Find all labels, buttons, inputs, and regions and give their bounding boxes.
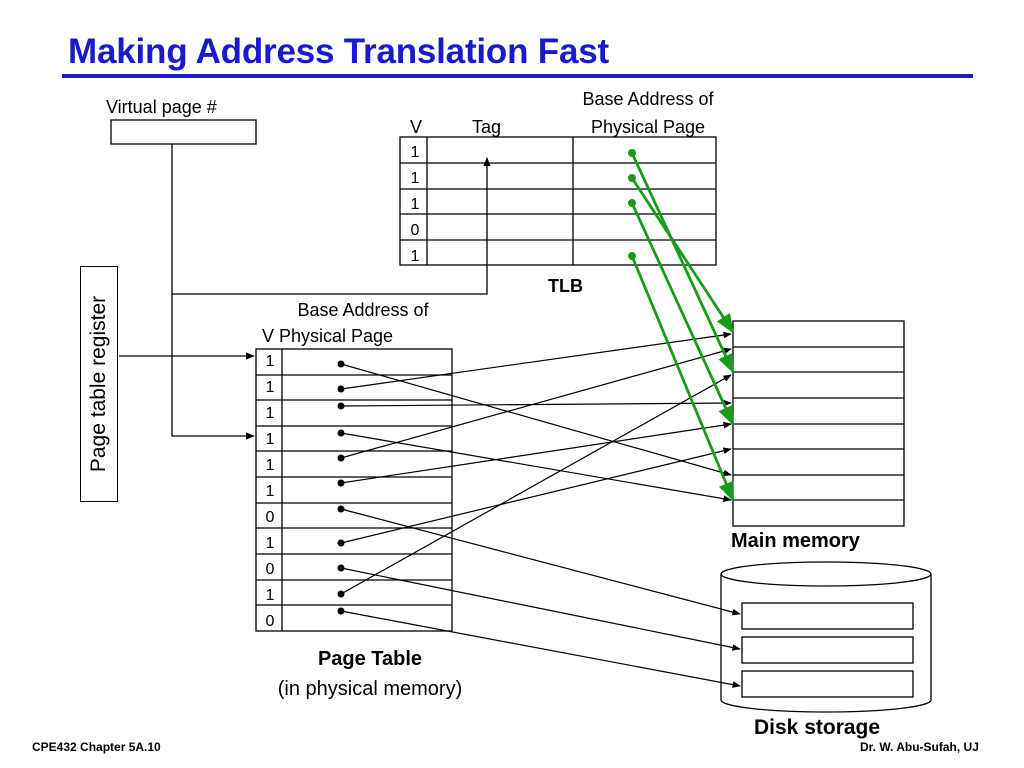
pt-valid-bit: 1 xyxy=(265,379,275,396)
tlb-col-base-line2: Physical Page xyxy=(590,117,706,137)
disk-block xyxy=(741,602,914,630)
pt-valid-bit: 0 xyxy=(265,613,275,630)
main-memory-caption: Main memory xyxy=(731,530,860,552)
tlb-valid-bit: 0 xyxy=(410,222,420,239)
page-table-subcaption: (in physical memory) xyxy=(277,678,463,700)
tlb-col-base-line1: Base Address of xyxy=(582,89,714,109)
disk-storage-cylinder xyxy=(720,561,932,713)
title-underline xyxy=(62,74,973,78)
tlb-pointer-dots xyxy=(628,149,636,260)
tlb-col-v: V xyxy=(410,117,423,137)
tlb-pointers xyxy=(630,152,735,502)
disk-storage-caption: Disk storage xyxy=(754,716,881,739)
page-table-register-box: Page table register xyxy=(80,266,118,502)
page-table-caption: Page Table xyxy=(317,648,423,670)
tlb-valid-bit: 1 xyxy=(410,248,420,265)
virtual-page-wires xyxy=(171,144,491,440)
pt-col-v: V xyxy=(262,326,275,346)
pt-valid-bit: 0 xyxy=(265,561,275,578)
tlb-valid-bit: 1 xyxy=(410,144,420,161)
pt-valid-bit: 1 xyxy=(265,483,275,500)
pt-valid-bit: 1 xyxy=(265,431,275,448)
pt-valid-bit: 1 xyxy=(265,405,275,422)
pt-valid-bit: 1 xyxy=(265,353,275,370)
disk-block xyxy=(741,670,914,698)
page-table-pointer-dots xyxy=(337,360,345,615)
pt-valid-bit: 1 xyxy=(265,587,275,604)
footer-left: CPE432 Chapter 5A.10 xyxy=(32,740,161,754)
page-table-pointers xyxy=(340,331,741,688)
main-memory-block xyxy=(732,320,905,527)
tlb-caption: TLB xyxy=(548,276,583,296)
pt-valid-column: 1 1 1 1 1 1 0 1 0 1 0 xyxy=(259,349,281,635)
tlb-valid-column: 1 1 1 0 1 xyxy=(404,140,426,270)
pt-col-base-line1: Base Address of xyxy=(297,300,429,320)
tlb-valid-bit: 1 xyxy=(410,170,420,187)
tlb-col-tag: Tag xyxy=(472,117,502,137)
footer-right: Dr. W. Abu-Sufah, UJ xyxy=(860,740,979,754)
page-table-grid xyxy=(255,348,453,632)
pt-col-base-line2: Physical Page xyxy=(279,326,394,346)
tlb-valid-bit: 1 xyxy=(410,196,420,213)
pt-valid-bit: 1 xyxy=(265,457,275,474)
virtual-page-label: Virtual page # xyxy=(106,97,217,117)
slide-title: Making Address Translation Fast xyxy=(68,32,609,71)
pt-valid-bit: 1 xyxy=(265,535,275,552)
tlb-table xyxy=(399,136,717,266)
pt-valid-bit: 0 xyxy=(265,509,275,526)
disk-block xyxy=(741,636,914,664)
virtual-page-box xyxy=(110,119,257,145)
